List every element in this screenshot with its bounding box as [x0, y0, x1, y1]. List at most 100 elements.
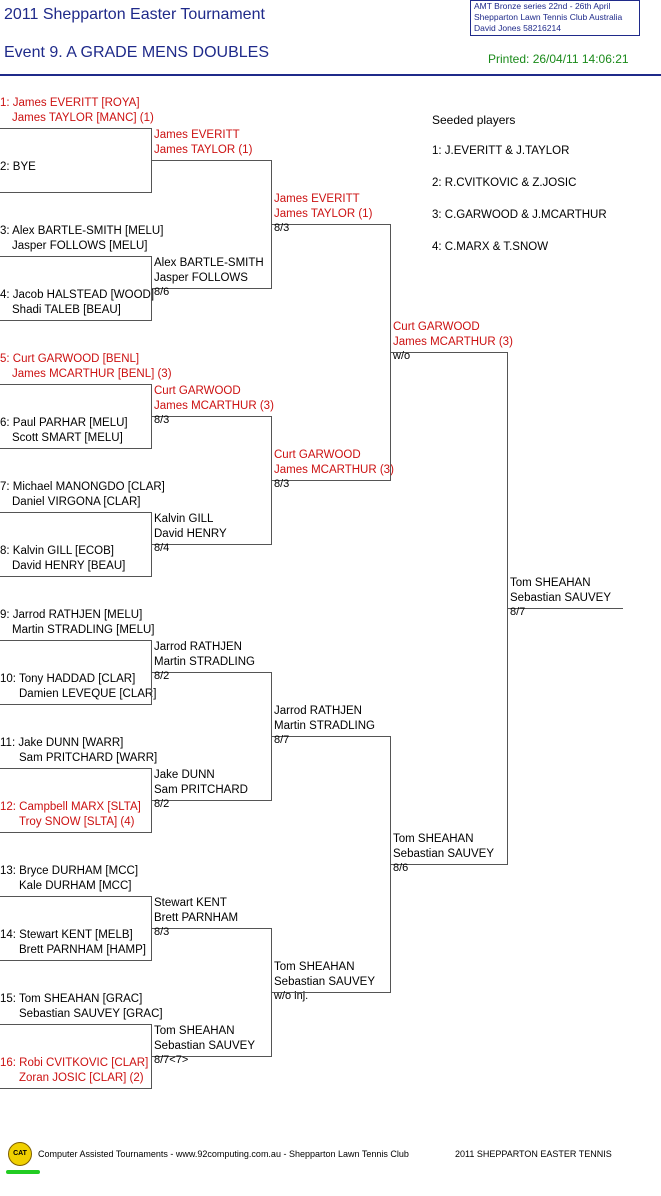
seed-item: 3: C.GARWOOD & J.MCARTHUR [432, 209, 607, 221]
partner-name: James TAYLOR (1) [154, 144, 253, 156]
bracket-line [151, 768, 152, 833]
bracket-line [271, 672, 272, 801]
player-name: Curt GARWOOD [393, 321, 480, 333]
bracket-line [0, 768, 151, 769]
bracket-line [0, 832, 151, 833]
player-name: Tom SHEAHAN [510, 577, 591, 589]
player-name: 3: Alex BARTLE-SMITH [MELU] [0, 225, 164, 237]
bracket-line [152, 288, 271, 289]
player-name: 15: Tom SHEAHAN [GRAC] [0, 993, 143, 1005]
match-score: 8/4 [154, 542, 170, 554]
bracket-line [0, 1024, 151, 1025]
info-line-club: Shepparton Lawn Tennis Club Australia [474, 12, 623, 22]
player-name: 2: BYE [0, 161, 36, 173]
partner-name: James TAYLOR (1) [274, 208, 373, 220]
partner-name: Martin STRADLING [274, 720, 375, 732]
bracket-line [0, 576, 151, 577]
bracket-line [271, 160, 272, 289]
partner-name: Scott SMART [MELU] [12, 432, 123, 444]
bracket-line [0, 896, 151, 897]
bracket-line [0, 640, 151, 641]
partner-name: James MCARTHUR (3) [393, 336, 513, 348]
partner-name: Martin STRADLING [MELU] [12, 624, 155, 636]
match-score: 8/2 [154, 798, 170, 810]
partner-name: Kale DURHAM [MCC] [19, 880, 132, 892]
player-name: 14: Stewart KENT [MELB] [0, 929, 133, 941]
bracket-line [151, 128, 152, 193]
partner-name: James MCARTHUR [BENL] (3) [12, 368, 172, 380]
bracket-line [152, 1056, 271, 1057]
event-title: Event 9. A GRADE MENS DOUBLES [4, 44, 269, 61]
bracket-line [507, 352, 508, 865]
player-name: 1: James EVERITT [ROYA] [0, 97, 140, 109]
partner-name: Jasper FOLLOWS [MELU] [12, 240, 148, 252]
partner-name: Daniel VIRGONA [CLAR] [12, 496, 141, 508]
cat-logo-underline [6, 1170, 40, 1174]
bracket-line [152, 544, 271, 545]
bracket-line [151, 896, 152, 961]
player-name: 9: Jarrod RATHJEN [MELU] [0, 609, 143, 621]
partner-name: Zoran JOSIC [CLAR] (2) [19, 1072, 144, 1084]
player-name: Jarrod RATHJEN [154, 641, 242, 653]
bracket-line [391, 864, 507, 865]
bracket-line [272, 992, 390, 993]
bracket-line [271, 928, 272, 1057]
match-score: 8/7 [510, 606, 526, 618]
footer-event-name: 2011 SHEPPARTON EASTER TENNIS [455, 1149, 612, 1159]
player-name: 6: Paul PARHAR [MELU] [0, 417, 128, 429]
partner-name: Sebastian SAUVEY [274, 976, 376, 988]
bracket-line [0, 448, 151, 449]
bracket-line [390, 736, 391, 993]
match-score: 8/2 [154, 670, 170, 682]
bracket-line [272, 736, 390, 737]
match-score: w/o [393, 350, 411, 362]
printed-timestamp: Printed: 26/04/11 14:06:21 [488, 52, 629, 66]
player-name: 11: Jake DUNN [WARR] [0, 737, 124, 749]
partner-name: Jasper FOLLOWS [154, 272, 248, 284]
player-name: 5: Curt GARWOOD [BENL] [0, 353, 140, 365]
partner-name: Damien LEVEQUE [CLAR] [19, 688, 157, 700]
player-name: Tom SHEAHAN [393, 833, 474, 845]
player-name: Tom SHEAHAN [274, 961, 355, 973]
match-score: 8/3 [274, 478, 290, 490]
partner-name: James TAYLOR [MANC] (1) [12, 112, 154, 124]
bracket-line [272, 480, 390, 481]
partner-name: Sebastian SAUVEY [510, 592, 612, 604]
partner-name: James MCARTHUR (3) [154, 400, 274, 412]
bracket-line [152, 416, 271, 417]
match-score: 8/3 [274, 222, 290, 234]
player-name: 13: Bryce DURHAM [MCC] [0, 865, 139, 877]
partner-name: James MCARTHUR (3) [274, 464, 394, 476]
bracket-line [0, 384, 151, 385]
bracket-line [0, 1088, 151, 1089]
cat-logo: CAT [8, 1142, 32, 1166]
player-name: Jake DUNN [154, 769, 215, 781]
bracket-line [0, 256, 151, 257]
bracket-line [508, 608, 623, 609]
match-score: 8/6 [154, 286, 170, 298]
player-name: 16: Robi CVITKOVIC [CLAR] [0, 1057, 149, 1069]
player-name: James EVERITT [154, 129, 240, 141]
player-name: Stewart KENT [154, 897, 227, 909]
partner-name: Martin STRADLING [154, 656, 255, 668]
seed-item: 1: J.EVERITT & J.TAYLOR [432, 145, 570, 157]
bracket-line [152, 928, 271, 929]
player-name: 12: Campbell MARX [SLTA] [0, 801, 141, 813]
bracket-line [152, 160, 271, 161]
info-line-series: AMT Bronze series 22nd - 26th April [474, 1, 611, 11]
player-name: 10: Tony HADDAD [CLAR] [0, 673, 136, 685]
seeded-players-title: Seeded players [432, 113, 516, 127]
seed-item: 2: R.CVITKOVIC & Z.JOSIC [432, 177, 577, 189]
player-name: Tom SHEAHAN [154, 1025, 235, 1037]
player-name: Jarrod RATHJEN [274, 705, 362, 717]
match-score: w/o inj. [274, 990, 309, 1002]
bracket-line [0, 192, 151, 193]
match-score: 8/7 [274, 734, 290, 746]
player-name: Kalvin GILL [154, 513, 214, 525]
partner-name: Sebastian SAUVEY [393, 848, 495, 860]
bracket-line [151, 256, 152, 321]
bracket-line [0, 128, 151, 129]
bracket-line [272, 224, 390, 225]
player-name: Curt GARWOOD [154, 385, 241, 397]
bracket-line [152, 800, 271, 801]
